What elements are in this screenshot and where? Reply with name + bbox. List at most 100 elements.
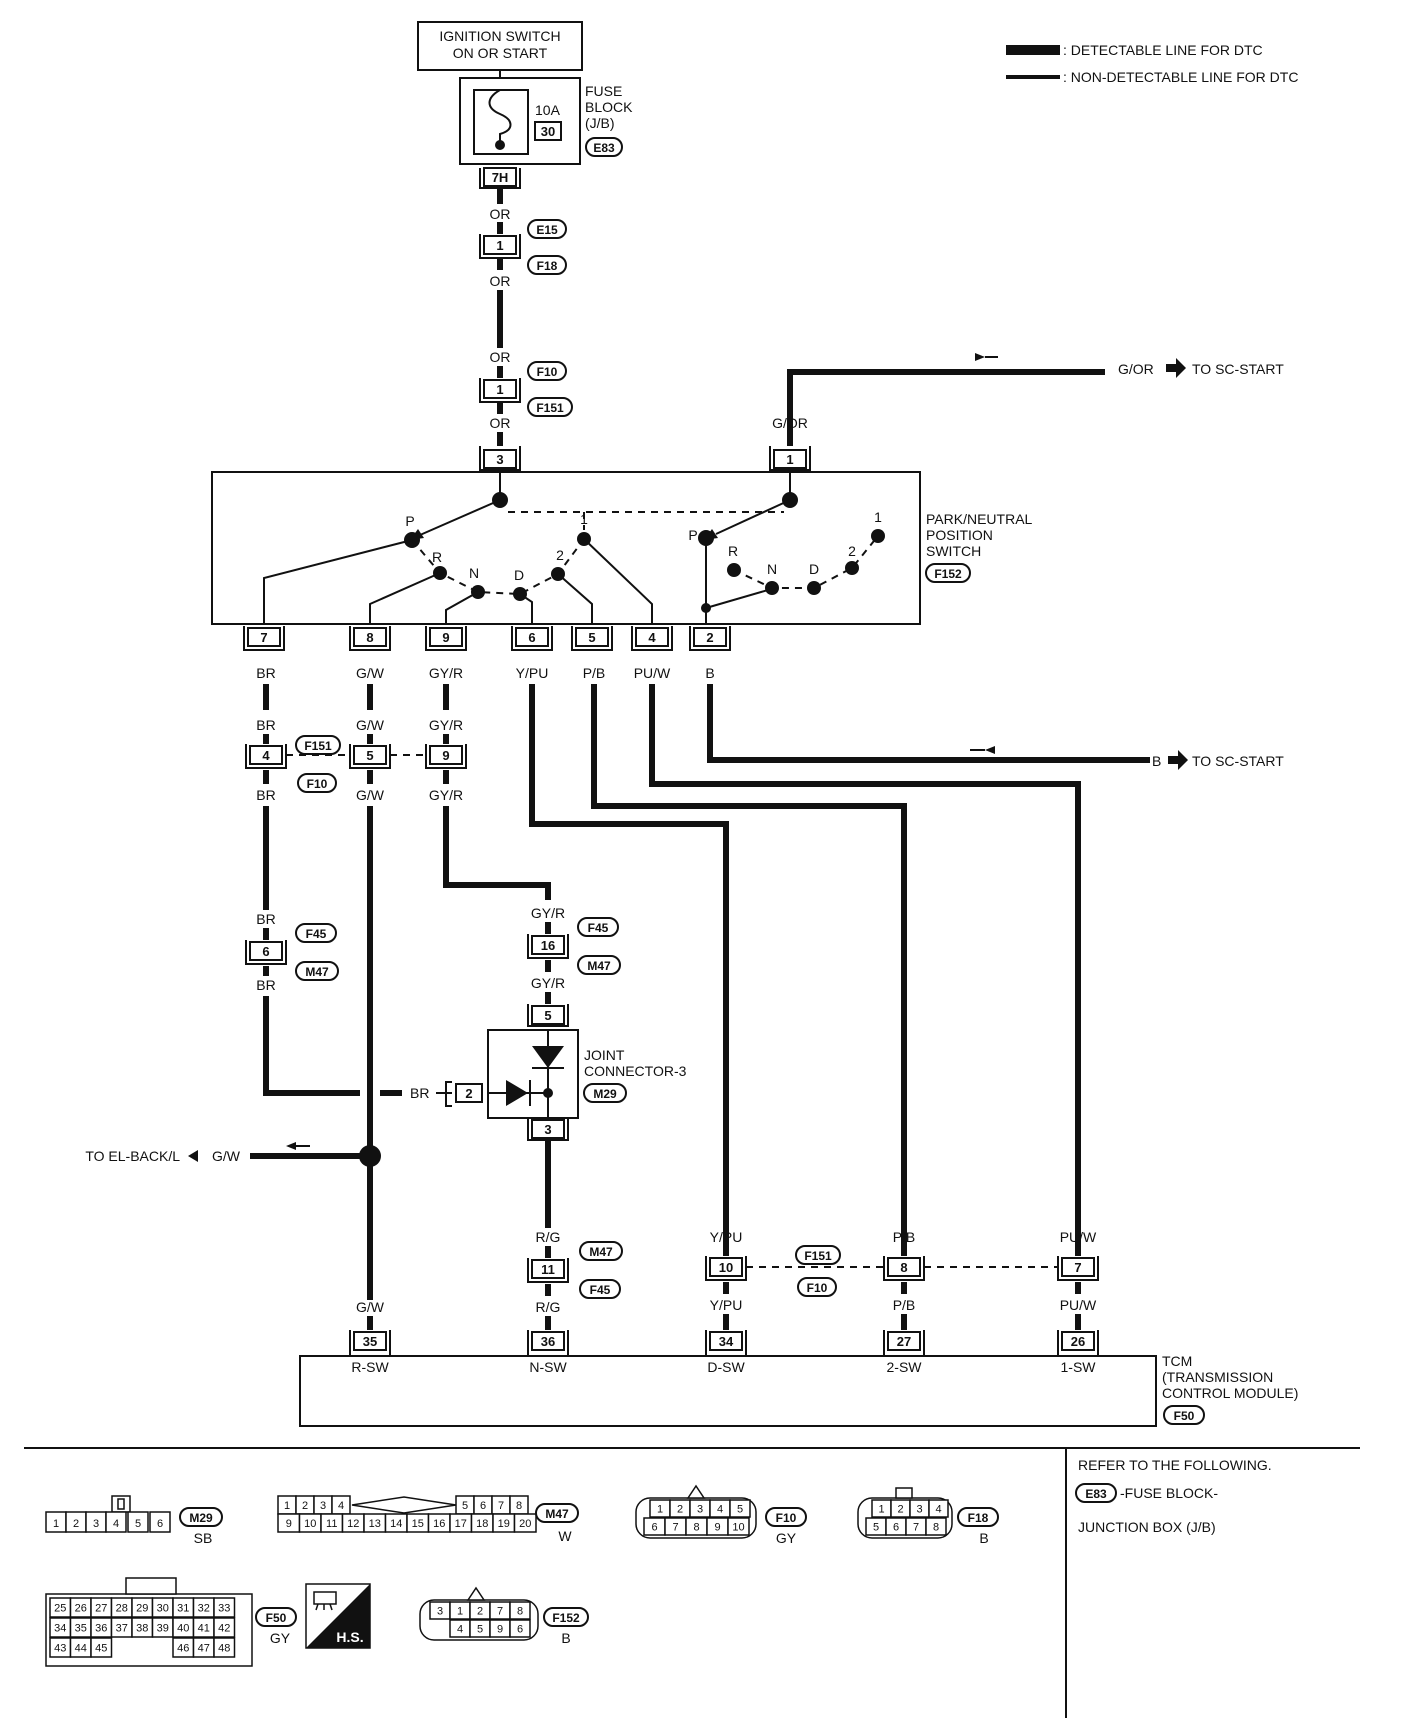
m47-cell: 19 [498, 1518, 510, 1530]
pnp-pin-8: 8 [366, 630, 373, 645]
pnp-pin-9: 9 [442, 630, 449, 645]
conn-f18: F18 [537, 259, 558, 273]
diode-icon [532, 1046, 564, 1068]
m47-cell: 10 [304, 1518, 316, 1530]
f50-cell: 46 [177, 1643, 189, 1655]
wire-or-3: OR [490, 349, 511, 365]
m47-cell: 7 [498, 1500, 504, 1512]
f50-cell: 38 [136, 1623, 148, 1635]
m47-cell: 17 [455, 1518, 467, 1530]
conn-f45-br: F45 [306, 927, 327, 941]
pnp-pin-4: 4 [648, 630, 656, 645]
m47-cell: 2 [302, 1500, 308, 1512]
refer-l1: REFER TO THE FOLLOWING. [1078, 1457, 1272, 1473]
arrow-left-icon [188, 1150, 208, 1162]
joint-l2: CONNECTOR-3 [584, 1063, 687, 1079]
mid-pin-9: 9 [442, 748, 449, 763]
f50-cell: 45 [95, 1643, 107, 1655]
m47-cell: 12 [347, 1518, 359, 1530]
f152-cell: 3 [437, 1606, 443, 1618]
wire-gyr-3: GY/R [429, 787, 463, 803]
f50-cell: 31 [177, 1603, 189, 1615]
wire-gw-1: G/W [356, 665, 385, 681]
m47-cell: 11 [326, 1518, 337, 1530]
tc-gor-label: G/OR [1118, 361, 1154, 377]
m29-cell-2: 2 [73, 1518, 79, 1530]
m29-cell-3: 3 [93, 1518, 99, 1530]
view-m47-color: W [558, 1528, 572, 1544]
wire-ypu-2: Y/PU [710, 1229, 743, 1245]
f50-cell: 28 [116, 1603, 128, 1615]
mid-pin-5: 5 [366, 748, 373, 763]
tcm-label-1sw: 1-SW [1061, 1359, 1097, 1375]
tcm-label-2sw: 2-SW [887, 1359, 923, 1375]
view-m47-id: M47 [545, 1507, 569, 1521]
pnp-switch-l1: PARK/NEUTRAL [926, 511, 1033, 527]
conn-m47-br: M47 [305, 965, 329, 979]
f50-cell: 36 [95, 1623, 107, 1635]
m47-cell: 18 [476, 1518, 488, 1530]
wire-rg-1: R/G [536, 1229, 561, 1245]
wire-gor: G/OR [772, 415, 808, 431]
hs-label: H.S. [336, 1629, 363, 1645]
m29-cell-6: 6 [157, 1518, 163, 1530]
f10-cell: 3 [697, 1504, 703, 1516]
conn-f151-row: F151 [804, 1249, 832, 1263]
br-pin-6: 6 [262, 944, 269, 959]
joint-connector-box [487, 1029, 579, 1119]
wire-gw-4: G/W [356, 1299, 385, 1315]
wire-or-2: OR [490, 273, 511, 289]
pos-1-left: 1 [580, 511, 588, 527]
view-f18-id: F18 [968, 1511, 989, 1525]
m47-cell: 9 [286, 1518, 292, 1530]
legend-non-detectable: : NON-DETECTABLE LINE FOR DTC [1063, 69, 1298, 85]
wire-br-1: BR [256, 665, 275, 681]
f18-cell: 4 [935, 1504, 941, 1516]
conn-m29: M29 [593, 1087, 617, 1101]
ignition-line2: ON OR START [453, 45, 548, 61]
pnp-switch-box [211, 471, 921, 625]
wire-br-5: BR [256, 977, 275, 993]
tcm-pin-35: 35 [363, 1334, 377, 1349]
f152-cell: 7 [497, 1606, 503, 1618]
f50-cell: 48 [218, 1643, 230, 1655]
ignition-line1: IGNITION SWITCH [439, 28, 560, 44]
tc-back-dest: TO EL-BACK/L [85, 1148, 180, 1164]
m29-cell-4: 4 [113, 1518, 119, 1530]
f50-cell: 42 [218, 1623, 230, 1635]
refer-id: E83 [1085, 1487, 1107, 1501]
f10-cell: 6 [651, 1522, 657, 1534]
f18-cell: 1 [878, 1504, 884, 1516]
f10-cell: 1 [657, 1504, 663, 1516]
refer-l2: -FUSE BLOCK- [1120, 1485, 1218, 1501]
f10-cell: 7 [672, 1522, 678, 1534]
f18-cell: 7 [913, 1522, 919, 1534]
wire-br-6: BR [410, 1085, 429, 1101]
pos-2-left: 2 [556, 547, 564, 563]
wire-ypu-1: Y/PU [516, 665, 549, 681]
tcm-label-dsw: D-SW [707, 1359, 745, 1375]
wire-puw-1: PU/W [634, 665, 671, 681]
fuse-block-id: E83 [593, 141, 615, 155]
fuse-number: 30 [541, 124, 555, 139]
m47-cell: 1 [284, 1500, 290, 1512]
pos-2-right: 2 [848, 543, 856, 559]
wire-pb-2: P/B [893, 1229, 916, 1245]
f50-cell: 33 [218, 1603, 230, 1615]
pnp-pin-6: 6 [528, 630, 535, 645]
m47-cell: 5 [462, 1500, 468, 1512]
fuse-pin-7h: 7H [492, 170, 509, 185]
f18-cell: 3 [916, 1504, 922, 1516]
f50-cell: 40 [177, 1623, 189, 1635]
m47-cell: 13 [369, 1518, 381, 1530]
diode-icon [506, 1080, 528, 1106]
pnp-bottom-pins: 7 8 9 6 5 4 2 [243, 626, 731, 651]
tcm-pin-26: 26 [1071, 1334, 1085, 1349]
view-f10-id: F10 [776, 1511, 797, 1525]
conn-f151-top: F151 [536, 401, 564, 415]
wire-gyr-1: GY/R [429, 665, 463, 681]
tcm-pin-34: 34 [719, 1334, 734, 1349]
